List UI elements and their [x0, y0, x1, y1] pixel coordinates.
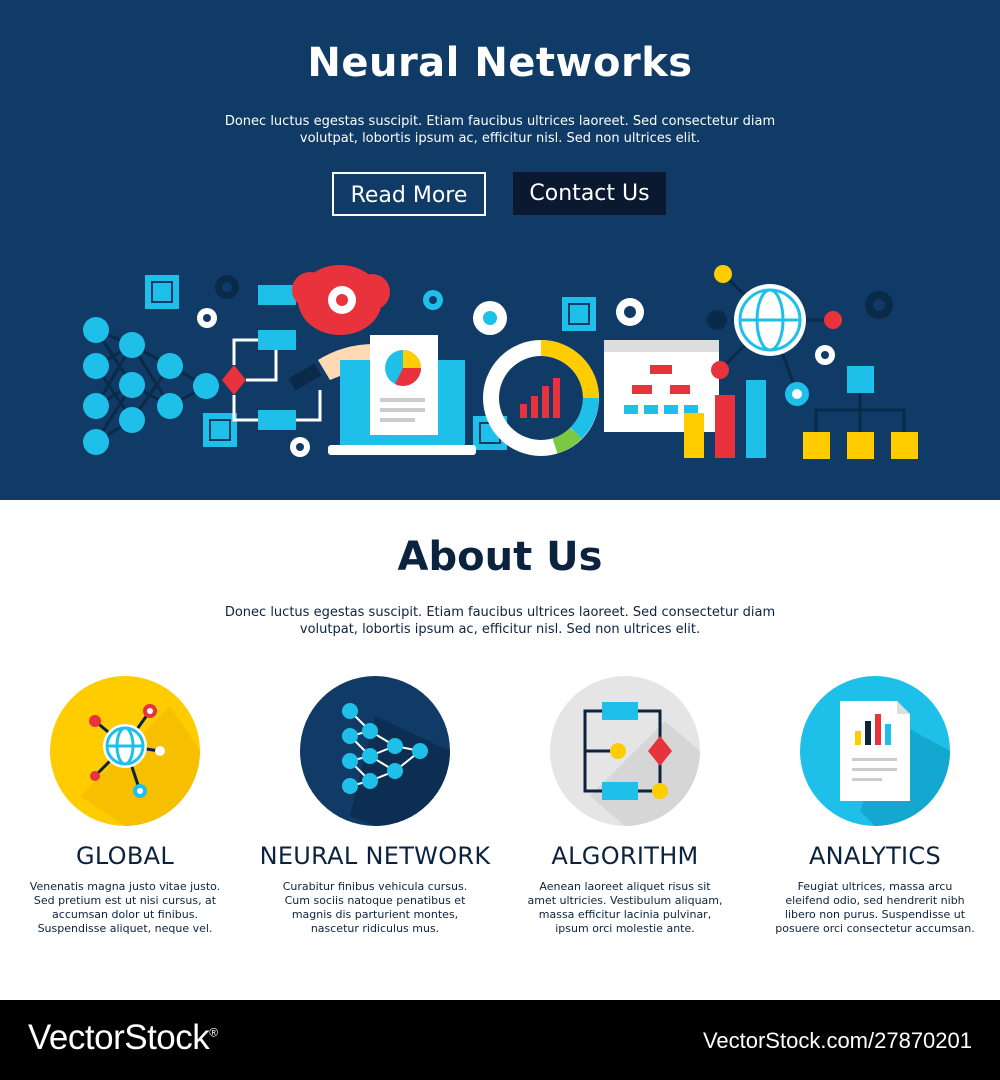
feature-text: Venenatis magna justo vitae justo. Sed p… — [29, 880, 221, 935]
feature-text: Aenean laoreet aliquet risus sit amet ul… — [527, 880, 723, 935]
globe-network-icon — [50, 676, 200, 826]
footer-brand: VectorStock® — [28, 1018, 218, 1058]
bar-chart-icon — [684, 380, 766, 458]
feature-title: NEURAL NETWORK — [259, 842, 491, 870]
feature-text: Feugiat ultrices, massa arcu eleifend od… — [775, 880, 975, 935]
pie-chart-icon — [385, 350, 421, 386]
feature-title: GLOBAL — [75, 842, 175, 870]
analytics-report-icon — [800, 676, 950, 826]
feature-analytics: ANALYTICS Feugiat ultrices, massa arcu e… — [750, 676, 1000, 936]
hero-illustration — [83, 265, 918, 459]
read-more-button[interactable]: Read More — [332, 172, 486, 216]
brand-name: VectorStock — [28, 1018, 210, 1057]
donut-chart-icon — [483, 340, 599, 456]
feature-neural-network: NEURAL NETWORK Curabitur finibus vehicul… — [250, 676, 500, 936]
contact-us-button[interactable]: Contact Us — [513, 172, 666, 215]
gear-icon — [197, 275, 893, 457]
about-subtitle: Donec luctus egestas suscipit. Etiam fau… — [224, 605, 776, 637]
feature-title: ANALYTICS — [808, 842, 942, 870]
hierarchy-icon — [803, 366, 918, 459]
feature-title: ALGORITHM — [551, 842, 699, 870]
hero-title: Neural Networks — [307, 40, 693, 86]
brain-icon — [292, 265, 390, 335]
feature-text: Curabitur finibus vehicula cursus. Cum s… — [282, 880, 468, 935]
footer-bar: VectorStock® VectorStock.com/27870201 — [0, 1000, 1000, 1080]
hero-section: Neural Networks Donec luctus egestas sus… — [0, 0, 1000, 500]
registered-mark: ® — [209, 1025, 218, 1040]
hero-subtitle: Donec luctus egestas suscipit. Etiam fau… — [224, 114, 776, 146]
feature-algorithm: ALGORITHM Aenean laoreet aliquet risus s… — [500, 676, 750, 936]
flowchart-icon — [222, 285, 322, 430]
globe-icon — [711, 265, 842, 406]
neural-net-icon — [94, 328, 207, 444]
algorithm-flowchart-icon — [550, 676, 700, 826]
footer-image-id: VectorStock.com/27870201 — [702, 1028, 972, 1053]
feature-global: GLOBAL Venenatis magna justo vitae justo… — [0, 676, 250, 936]
neural-net-nodes — [83, 317, 219, 455]
about-title: About Us — [397, 534, 603, 580]
neural-network-icon — [300, 676, 450, 826]
